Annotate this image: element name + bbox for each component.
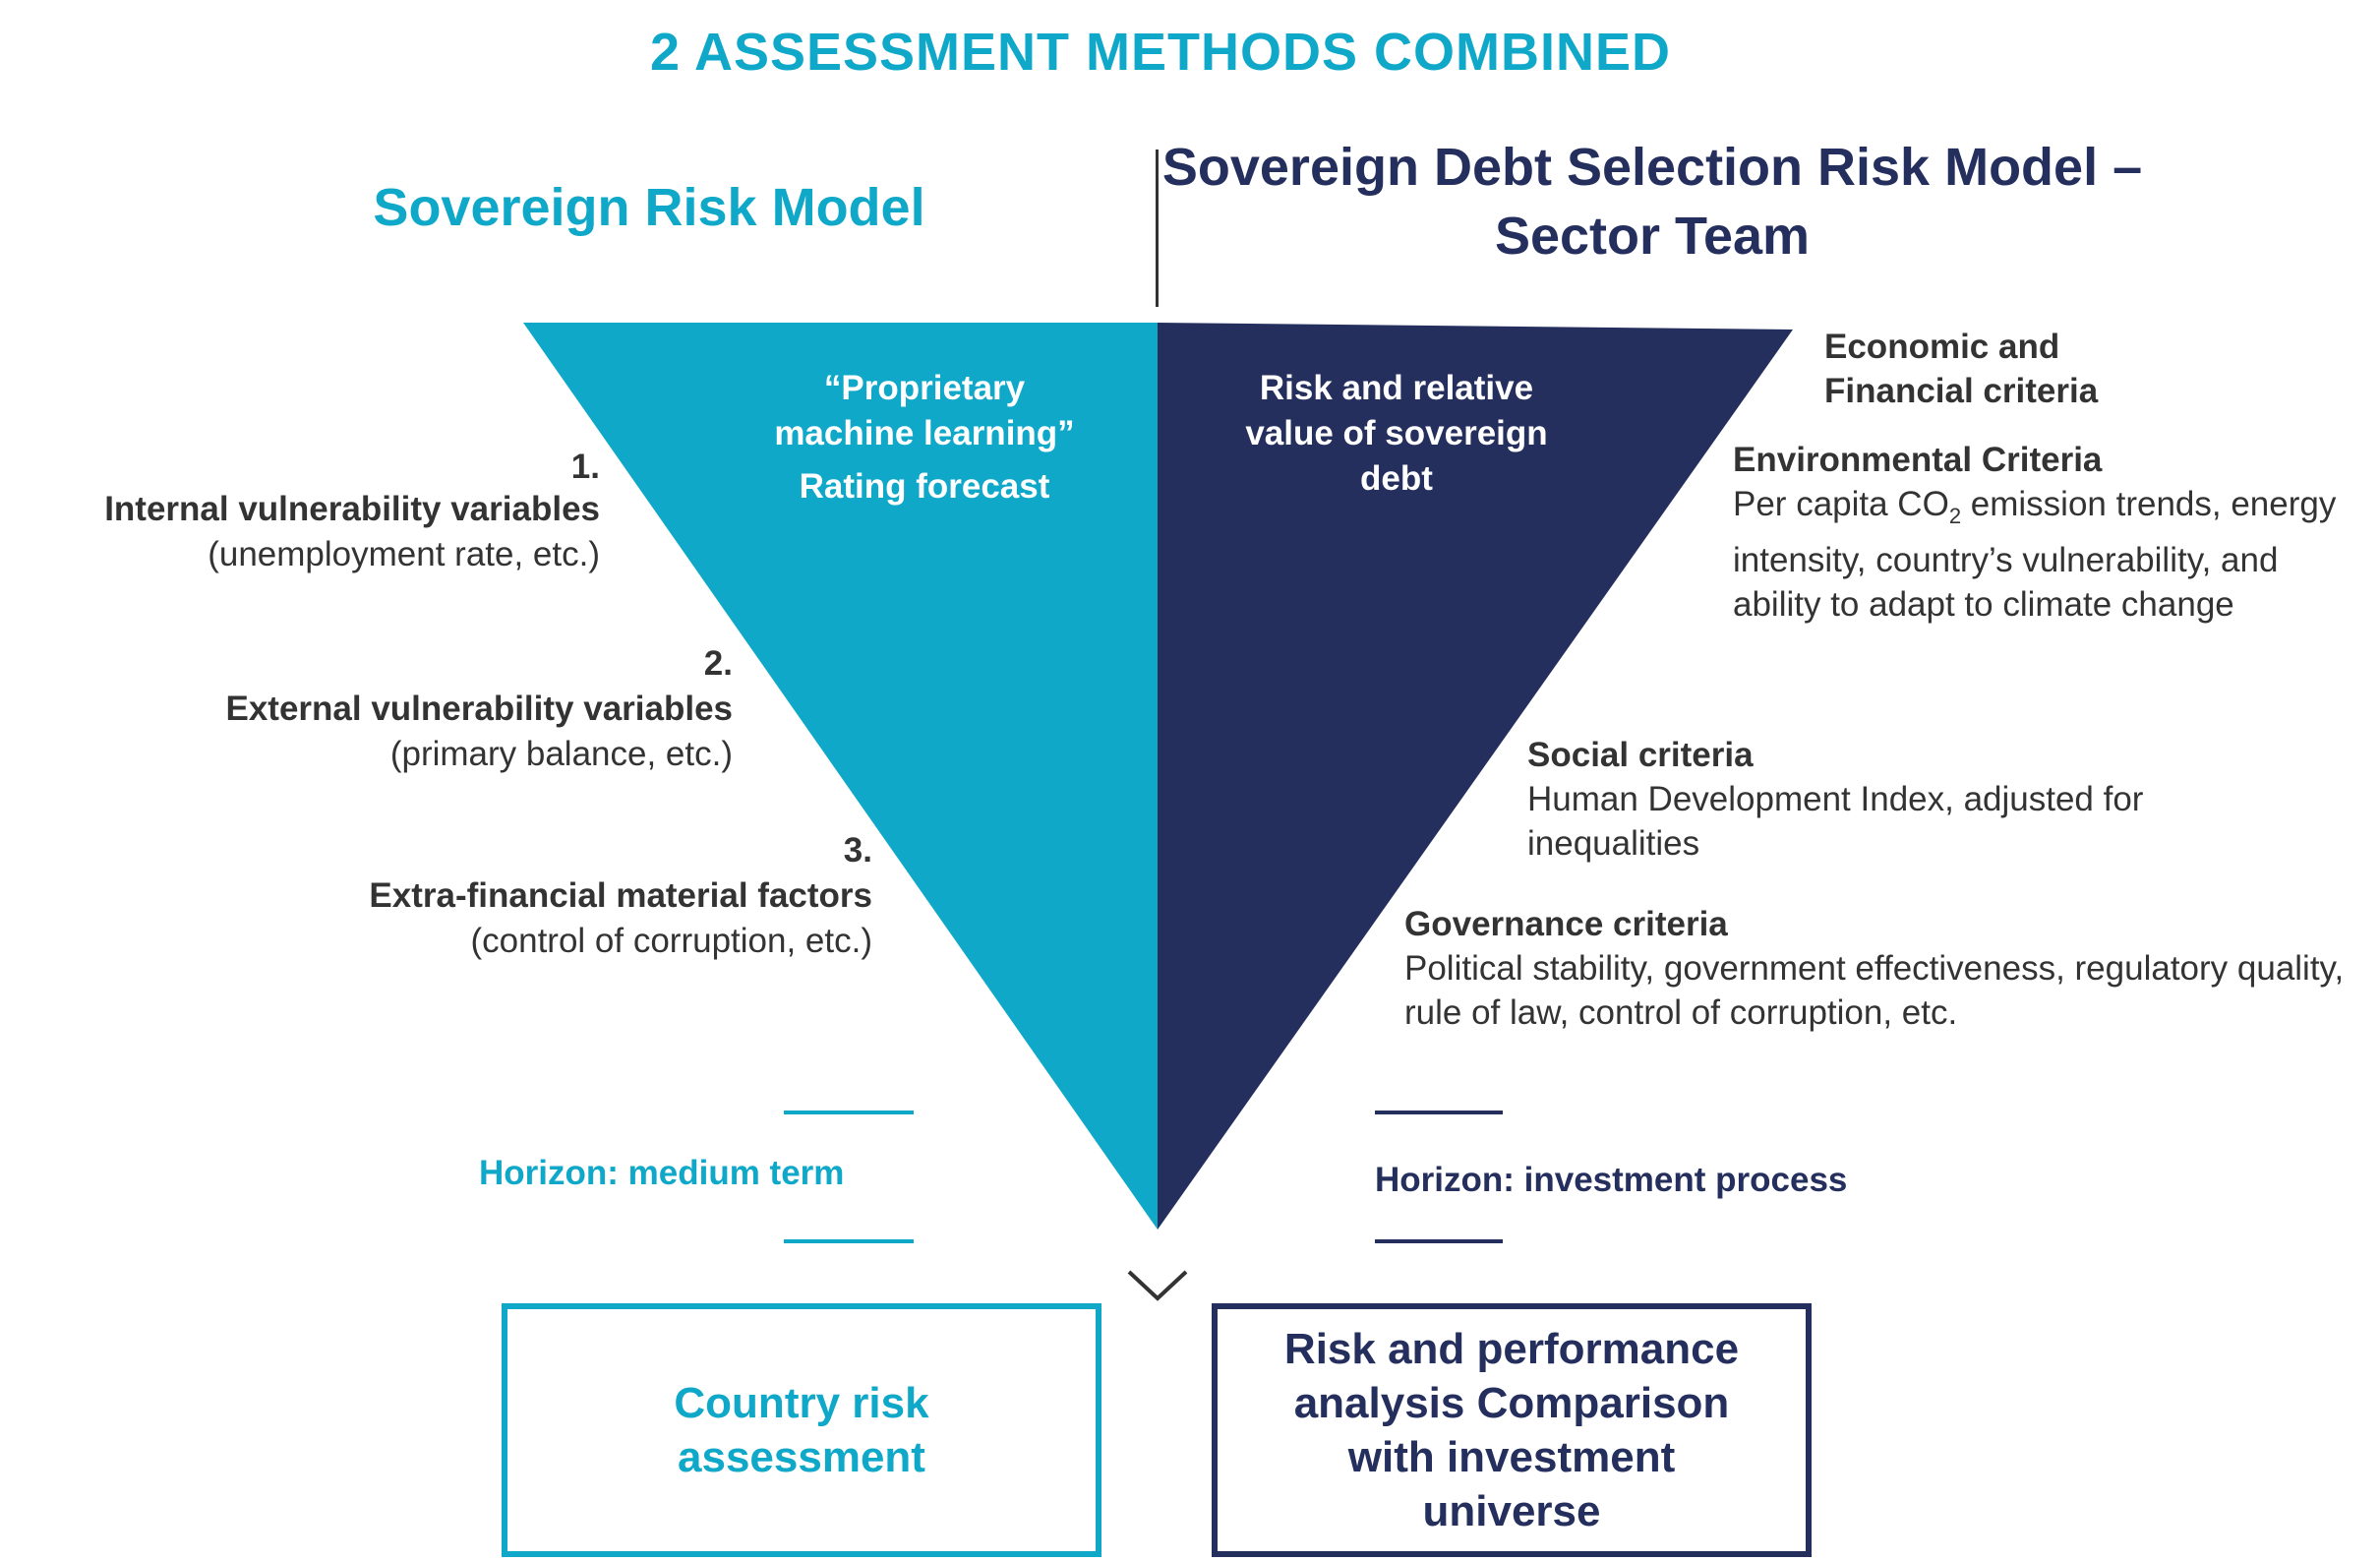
factor-number: 3.	[843, 831, 872, 870]
factor-detail: (control of corruption, etc.)	[470, 922, 873, 960]
horizon-left-bottom-rule	[784, 1239, 914, 1243]
economic-criteria: Economic and Financial criteria	[1824, 325, 2336, 413]
factor-title: Internal vulnerability variables	[104, 490, 600, 528]
criteria-detail-start: Per capita CO	[1733, 485, 1949, 523]
country-risk-assessment-box: Country risk assessment	[502, 1303, 1101, 1557]
left-triangle-line-3: Rating forecast	[799, 467, 1050, 506]
criteria-title: Governance criteria	[1404, 905, 1728, 943]
left-triangle-half	[523, 323, 1158, 1230]
page-title: 2 ASSESSMENT METHODS COMBINED	[649, 23, 1672, 82]
chevron-down-icon	[1127, 1270, 1188, 1301]
governance-criteria: Governance criteria Political stability,…	[1404, 902, 2368, 1035]
factor-title: External vulnerability variables	[225, 690, 733, 728]
left-result-text: Country risk assessment	[674, 1379, 929, 1481]
factor-number: 1.	[570, 448, 600, 486]
factor-title: Extra-financial material factors	[369, 876, 872, 915]
criteria-detail: Human Development Index, adjusted for in…	[1527, 780, 2144, 863]
social-criteria: Social criteria Human Development Index,…	[1527, 733, 2314, 866]
factor-number: 2.	[703, 644, 733, 683]
left-factor-3: 3. Extra-financial material factors (con…	[0, 828, 872, 964]
environmental-criteria: Environmental Criteria Per capita CO2 em…	[1733, 438, 2372, 627]
right-result-text: Risk and performance analysis Comparison…	[1283, 1325, 1740, 1535]
right-triangle-text: Risk and relative value of sovereign deb…	[1210, 366, 1583, 502]
right-model-heading: Sovereign Debt Selection Risk Model – Se…	[1161, 138, 2143, 266]
right-triangle-line-3: debt	[1360, 459, 1433, 498]
horizon-left-top-rule	[784, 1111, 914, 1114]
factor-detail: (primary balance, etc.)	[389, 735, 733, 773]
criteria-title: Social criteria	[1527, 736, 1754, 774]
criteria-detail: Political stability, government effectiv…	[1404, 949, 2345, 1032]
left-triangle-line-1: “Proprietary	[823, 369, 1026, 407]
factor-detail: (unemployment rate, etc.)	[208, 535, 600, 573]
criteria-detail-end: emission trends, energy intensity, count…	[1733, 485, 2337, 624]
left-triangle-text: “Proprietary machine learning” Rating fo…	[728, 366, 1121, 510]
right-triangle-half	[1158, 323, 1793, 1230]
heading-divider	[1156, 150, 1159, 307]
left-factor-2: 2. External vulnerability variables (pri…	[0, 641, 733, 777]
left-triangle-line-2: machine learning”	[774, 414, 1075, 452]
right-triangle-line-1: Risk and relative	[1259, 369, 1534, 407]
horizon-right-bottom-rule	[1375, 1239, 1503, 1243]
horizon-right-label: Horizon: investment process	[1375, 1161, 1848, 1199]
criteria-title: Environmental Criteria	[1733, 441, 2103, 479]
criteria-title-line-2: Financial criteria	[1824, 372, 2099, 410]
left-factor-1: 1. Internal vulnerability variables (une…	[0, 445, 600, 577]
risk-performance-analysis-box: Risk and performance analysis Comparison…	[1212, 1303, 1812, 1557]
criteria-detail: Per capita CO2 emission trends, energy i…	[1733, 482, 2372, 627]
right-triangle-line-2: value of sovereign	[1245, 414, 1548, 452]
co2-subscript: 2	[1948, 504, 1962, 528]
criteria-title-line-1: Economic and	[1824, 328, 2060, 366]
horizon-right-top-rule	[1375, 1111, 1503, 1114]
left-model-heading: Sovereign Risk Model	[373, 178, 925, 237]
horizon-left-label: Horizon: medium term	[479, 1154, 845, 1192]
